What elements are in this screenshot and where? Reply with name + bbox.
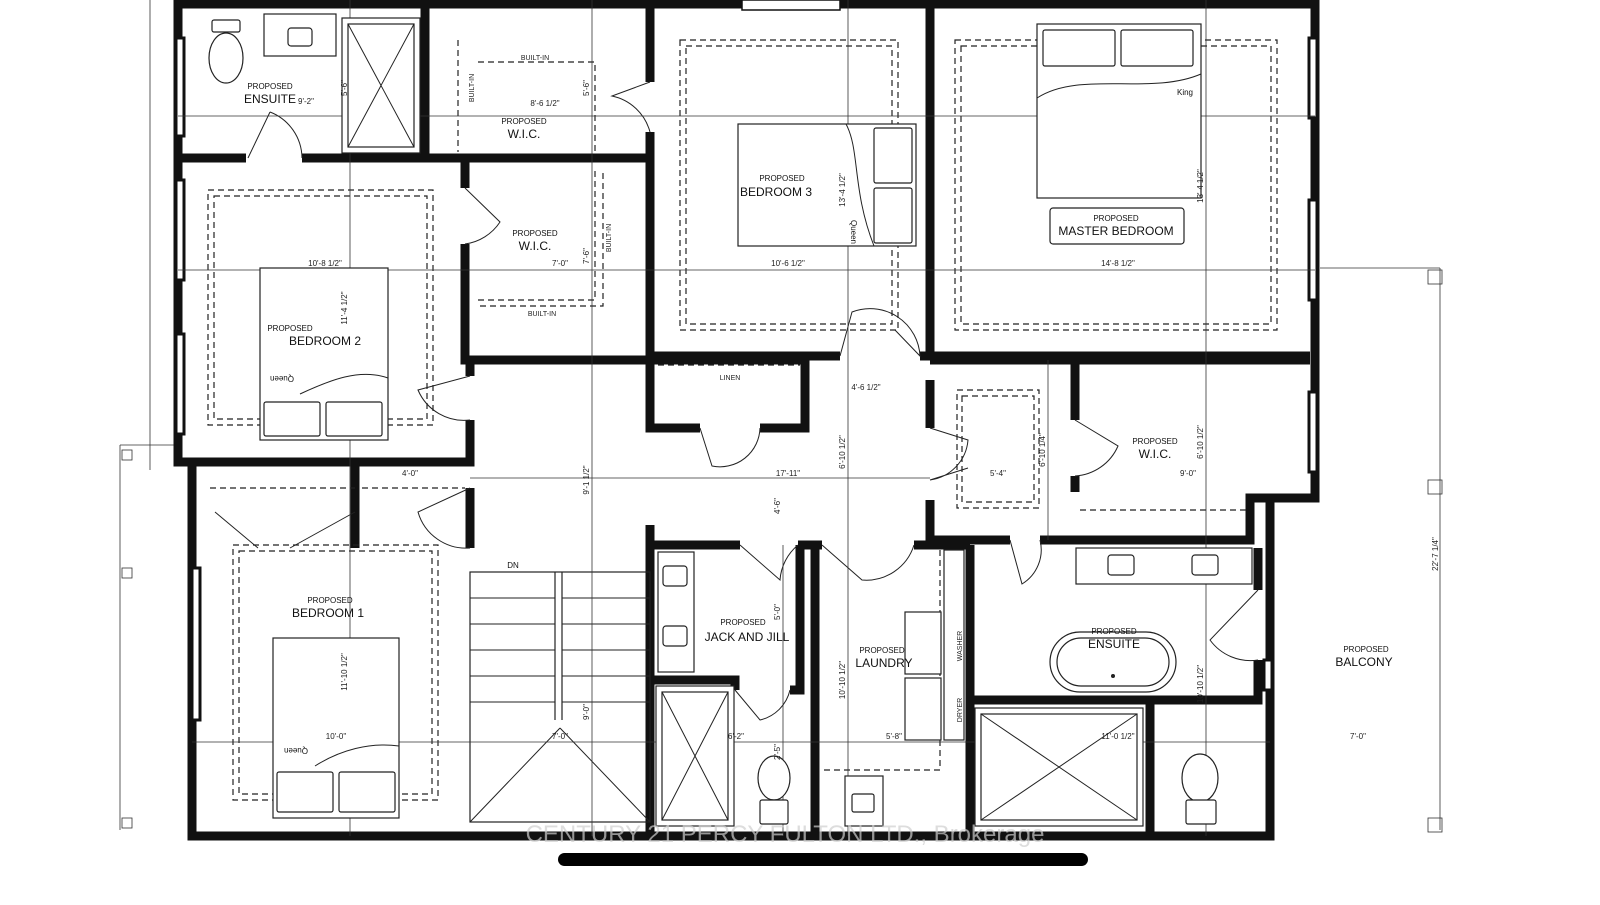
label-tag: PROPOSED bbox=[1091, 627, 1137, 636]
dim: 9'-2" bbox=[298, 97, 314, 106]
bed-queen-bedroom3 bbox=[737, 123, 917, 247]
dim: 10'-10 1/2" bbox=[1196, 665, 1205, 703]
label-balcony: BALCONY bbox=[1335, 655, 1392, 669]
note-built-in: BUILT-IN bbox=[469, 74, 476, 102]
note-built-in: BUILT-IN bbox=[606, 224, 613, 252]
label-tag: PROPOSED bbox=[512, 229, 558, 238]
bed-queen-bedroom2 bbox=[259, 267, 389, 441]
dim: 5'-6" bbox=[582, 80, 591, 96]
label-washer: WASHER bbox=[957, 631, 964, 661]
dim: 10'-6 1/2" bbox=[771, 259, 805, 268]
windows bbox=[174, 36, 1319, 722]
label-laundry: LAUNDRY bbox=[855, 656, 912, 670]
dim: 17'-11" bbox=[776, 469, 800, 478]
note-built-in: BUILT-IN bbox=[521, 55, 549, 62]
master-label-box bbox=[1049, 207, 1185, 245]
doors bbox=[214, 81, 1259, 721]
dim: 22'-7 1/4" bbox=[1431, 537, 1440, 571]
dim: 7'-0" bbox=[552, 259, 568, 268]
label-stairs-down: DN bbox=[507, 561, 519, 570]
dim: 5'-4" bbox=[990, 469, 1006, 478]
label-bedroom1: BEDROOM 1 bbox=[292, 606, 364, 620]
dim: 11'-0 1/2" bbox=[1101, 732, 1134, 741]
label-tag: PROPOSED bbox=[1093, 214, 1139, 223]
bed-size-queen: Queen bbox=[849, 220, 858, 244]
shower-icon-jack-jill bbox=[655, 685, 735, 827]
dim: 10'-10 1/2" bbox=[838, 661, 847, 699]
shower-icon-ensuite bbox=[974, 707, 1144, 827]
label-tag: PROPOSED bbox=[267, 324, 313, 333]
label-tag: PROPOSED bbox=[759, 174, 805, 183]
label-jack-and-jill: JACK AND JILL bbox=[705, 630, 790, 644]
label-wic-top: W.I.C. bbox=[508, 127, 541, 141]
dim: 9'-1 1/2" bbox=[582, 465, 591, 494]
toilet-icon-jack-jill bbox=[757, 755, 791, 825]
fixtures bbox=[208, 13, 1253, 827]
footer-bar bbox=[558, 853, 1088, 866]
label-bedroom3: BEDROOM 3 bbox=[740, 185, 812, 199]
dim: 2'-5" bbox=[773, 744, 782, 760]
vertical-dims: 5'-6" 5'-6" BUILT-IN 13'-4 1/2" Queen 13… bbox=[270, 74, 1440, 760]
dim: 9'-0" bbox=[1180, 469, 1196, 478]
label-ensuite-bottom: ENSUITE bbox=[1088, 637, 1140, 651]
label-tag: PROPOSED bbox=[720, 618, 766, 627]
room-labels: PROPOSED ENSUITE 9'-2" BUILT-IN PROPOSED… bbox=[244, 55, 1393, 741]
dim: 13'-4 1/2" bbox=[838, 173, 847, 207]
dim: 4'-6" bbox=[773, 498, 782, 514]
dim: 13'-4 1/2" bbox=[1196, 169, 1205, 203]
bed-size-queen: Queen bbox=[284, 746, 308, 755]
bed-king-master bbox=[1036, 23, 1202, 199]
dim: 10'-0" bbox=[326, 732, 347, 741]
washer-dryer bbox=[904, 549, 965, 741]
dim: 5'-8" bbox=[886, 732, 902, 741]
dim: 4'-0" bbox=[402, 469, 418, 478]
watermark: CENTURY 21 PERCY FULTON LTD., Brokerage bbox=[526, 821, 1045, 848]
dim: 4'-6 1/2" bbox=[851, 383, 880, 392]
outer-guides bbox=[119, 0, 1443, 833]
label-master-bedroom: MASTER BEDROOM bbox=[1058, 224, 1173, 238]
dim: 8'-6 1/2" bbox=[530, 99, 559, 108]
label-ensuite-top: ENSUITE bbox=[244, 92, 296, 106]
dim: 7'-0" bbox=[552, 732, 568, 741]
dim: 6'-10 1/2" bbox=[1196, 425, 1205, 459]
label-wic-mid: W.I.C. bbox=[519, 239, 552, 253]
bed-queen-bedroom1 bbox=[272, 637, 400, 819]
label-bedroom2: BEDROOM 2 bbox=[289, 334, 361, 348]
dim: 5'-6" bbox=[340, 80, 349, 96]
bed-size-queen: Queen bbox=[270, 374, 294, 383]
label-tag: PROPOSED bbox=[859, 646, 905, 655]
vanity-sinks-ensuite bbox=[1075, 547, 1253, 585]
toilet-icon-ensuite bbox=[1181, 753, 1219, 825]
label-wic-right: W.I.C. bbox=[1139, 447, 1172, 461]
bed-size-king: King bbox=[1177, 88, 1193, 97]
dim: 11'-4 1/2" bbox=[340, 291, 349, 324]
label-tag: PROPOSED bbox=[501, 117, 547, 126]
dim: 10'-8 1/2" bbox=[308, 259, 342, 268]
dim: 6'-10 1/4" bbox=[1038, 433, 1047, 467]
vanity-sinks-jack-jill bbox=[657, 551, 695, 673]
dim: 9'-0" bbox=[582, 704, 591, 720]
label-tag: PROPOSED bbox=[1343, 645, 1389, 654]
dim: 7'-6" bbox=[582, 248, 591, 264]
shower-icon bbox=[341, 17, 421, 154]
sink-icon bbox=[263, 13, 337, 57]
label-tag: PROPOSED bbox=[307, 596, 353, 605]
dim: 14'-8 1/2" bbox=[1101, 259, 1135, 268]
interior-walls bbox=[178, 4, 1310, 836]
dim: 7'-0" bbox=[1350, 732, 1366, 741]
bathtub-icon bbox=[1049, 631, 1177, 693]
label-linen: LINEN bbox=[720, 375, 741, 382]
label-dryer: DRYER bbox=[957, 698, 964, 722]
staircase bbox=[469, 571, 651, 823]
label-tag: PROPOSED bbox=[247, 82, 293, 91]
dim: 11'-10 1/2" bbox=[340, 653, 349, 691]
label-tag: PROPOSED bbox=[1132, 437, 1178, 446]
laundry-sink-icon bbox=[844, 775, 884, 827]
toilet-icon bbox=[208, 19, 244, 84]
dim: 6'-2" bbox=[728, 732, 744, 741]
note-built-in: BUILT-IN bbox=[528, 311, 556, 318]
dim: 6'-10 1/2" bbox=[838, 435, 847, 469]
dim: 5'-0" bbox=[773, 604, 782, 620]
